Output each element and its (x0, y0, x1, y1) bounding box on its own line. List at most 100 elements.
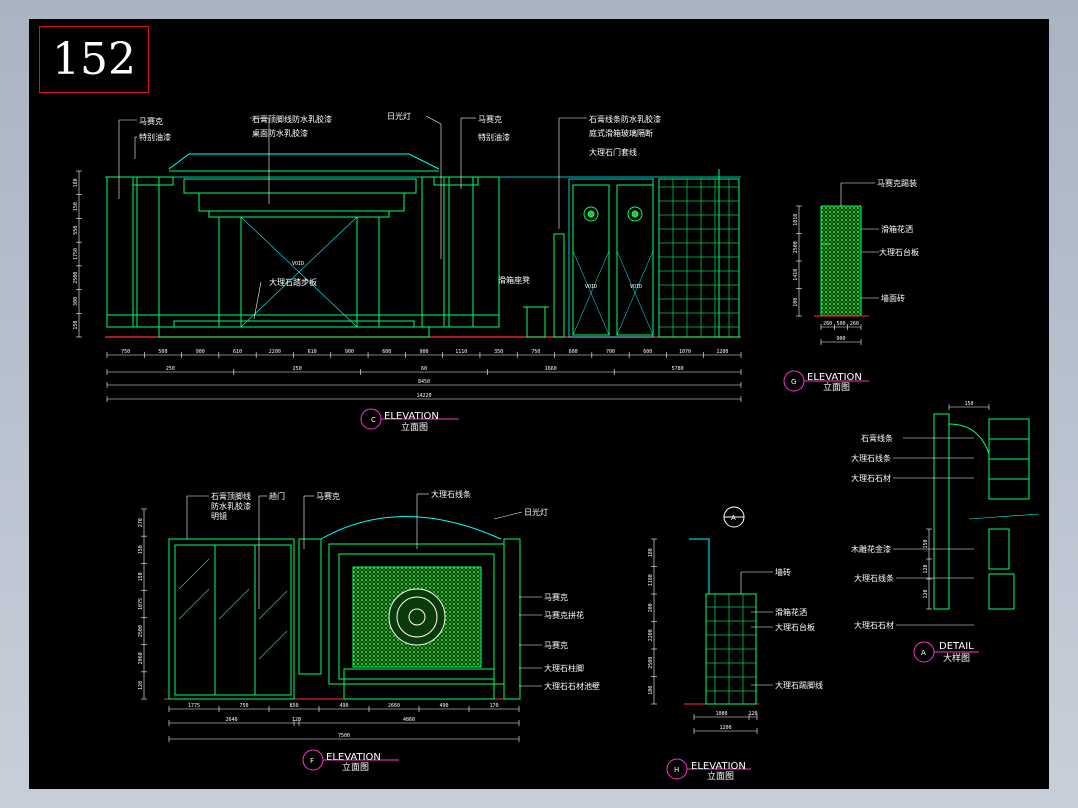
elev-f-dim-row1-value: 490 (339, 703, 348, 709)
elev-g-tag: G (791, 378, 796, 386)
elev-h-hdim-value: 1080 (715, 711, 727, 717)
dynamic-layer: 马赛克特别油漆石膏顶脚线防水乳胶漆桌面防水乳胶漆日光灯马赛克特别油漆石膏线条防水… (73, 111, 990, 782)
elev-c-label: 日光灯 (387, 111, 411, 121)
elev-f-vdim-value: 270 (138, 518, 144, 527)
elev-g-subtitle: 立面图 (823, 381, 850, 393)
elev-c-dim-row1-value: 610 (233, 349, 242, 355)
elev-f-label: 马赛克 (544, 592, 568, 602)
elev-c-vdim-value: 2500 (73, 272, 79, 284)
elev-f-vdim-value: 1075 (138, 598, 144, 610)
elev-f-label: 马赛克拼花 (544, 610, 584, 620)
elev-f-vdim-value: 120 (138, 681, 144, 690)
detail-a-label: 大理石线条 (851, 453, 891, 463)
elev-c-dim-row4-value: 14220 (416, 393, 431, 399)
elev-h-title: ELEVATION (691, 761, 746, 772)
elev-h-vdim-value: 2500 (648, 657, 654, 669)
cad-drawing-canvas[interactable]: 152 (29, 19, 1049, 789)
elev-c-dim-row1-value: 750 (121, 349, 130, 355)
elev-f-vdim-value: 150 (138, 545, 144, 554)
elev-c-dim-row2-value: 1660 (545, 366, 557, 372)
elev-c-dim-row1-value: 350 (494, 349, 503, 355)
leader-line (425, 115, 442, 125)
elev-f-dim-row1-value: 850 (289, 703, 298, 709)
detail-a-label: 大理石石材 (851, 473, 891, 483)
elev-f-dim-row1-value: 1775 (188, 703, 200, 709)
elev-c-label: VOID (292, 261, 304, 267)
elev-c-label: VOID (630, 284, 642, 290)
elev-f-dim-row2-value: 2640 (225, 717, 237, 723)
elev-f-label: 日光灯 (524, 507, 548, 517)
elev-c-label: 石膏线条防水乳胶漆 (589, 114, 661, 124)
elev-c-dim-row1-value: 900 (196, 349, 205, 355)
elev-h-label: 大理石台板 (775, 622, 815, 632)
detail-a-label: 大理石线条 (854, 573, 894, 583)
elev-f-label: 马赛克 (316, 491, 340, 501)
detail-a-label: 石膏线条 (861, 433, 893, 443)
elev-c-vdim-value: 150 (73, 321, 79, 330)
elev-h-hdim-total-value: 1200 (719, 725, 731, 731)
elev-c-label: 桌面防水乳胶漆 (252, 128, 308, 138)
detail-a-label: 木雕花金漆 (851, 544, 891, 554)
elev-h-label: 大理石踢脚线 (775, 680, 823, 690)
elev-f-label: 防水乳胶漆 (211, 501, 251, 511)
elevation-f (164, 516, 521, 700)
elev-c-dim-row1-value: 1070 (679, 349, 691, 355)
elev-c-dim-row2-value: 250 (166, 366, 175, 372)
elev-c-dim-row1-value: 600 (643, 349, 652, 355)
detail-a (933, 413, 1040, 610)
elev-g-title: ELEVATION (807, 372, 862, 383)
elev-g-label: 墙面砖 (881, 293, 905, 303)
elev-h-label: 滑箱花洒 (775, 607, 807, 617)
elev-c-dim-row1-value: 600 (382, 349, 391, 355)
detail-a-subtitle: 大样图 (943, 652, 970, 664)
elev-h-tag: H (674, 766, 679, 774)
elev-c-dim-row1-value: 2200 (269, 349, 281, 355)
elev-g-vdim-value: 2500 (793, 241, 799, 253)
elev-f-label: 明镜 (211, 511, 227, 521)
elev-c-label: 大理石门套线 (589, 147, 637, 157)
elev-f-label: 马赛克 (544, 640, 568, 650)
elev-f-vdim-value: 2060 (138, 652, 144, 664)
detail-a-vdim-value: 150 (923, 539, 929, 548)
elev-c-dim-row1-value: 750 (531, 349, 540, 355)
elev-f-label: 大理石线条 (431, 489, 471, 499)
elevation-c (105, 153, 741, 338)
elev-c-label: 特别油漆 (478, 132, 510, 142)
elev-c-dim-row1-value: 610 (308, 349, 317, 355)
elev-g-label: 马赛克踢装 (877, 178, 917, 188)
detail-a-vdim-value: 120 (923, 564, 929, 573)
elev-c-dim-row2-value: 5780 (672, 366, 684, 372)
elev-h-hdim-value: 120 (748, 711, 757, 717)
elev-c-label: 马赛克 (139, 116, 163, 126)
elev-c-vdim-value: 550 (73, 226, 79, 235)
elev-g-vdim-value: 100 (793, 298, 799, 307)
elev-c-title: ELEVATION (384, 411, 439, 422)
elevation-h (684, 506, 759, 705)
elev-f-dim-row2-value: 120 (292, 717, 301, 723)
elev-f-label: 趟门 (269, 491, 285, 501)
elev-c-tag: C (371, 416, 376, 424)
elevation-g (814, 205, 869, 317)
elev-c-dim-row1-value: 700 (606, 349, 615, 355)
elev-g-hdim-value: 500 (836, 321, 845, 327)
detail-a-tag: A (921, 649, 926, 657)
elev-h-vdim-value: 2200 (648, 629, 654, 641)
detail-a-label: 大理石石材 (854, 620, 894, 630)
elev-c-dim-row1-value: 900 (419, 349, 428, 355)
elev-c-label: 大理石踏步板 (269, 277, 317, 287)
elev-g-vdim-value: 1010 (793, 214, 799, 226)
elev-g-hdim-value: 260 (850, 321, 859, 327)
elev-g-label: 滑箱花洒 (881, 224, 913, 234)
detail-a-vdim-value: 120 (923, 589, 929, 598)
elev-g-vdim-value: 1410 (793, 269, 799, 281)
elev-h-vdim-value: 100 (648, 686, 654, 695)
elev-h-label: 墙砖 (775, 567, 791, 577)
drawing-sheet: 马赛克特别油漆石膏顶脚线防水乳胶漆桌面防水乳胶漆日光灯马赛克特别油漆石膏线条防水… (73, 111, 1040, 782)
elev-c-label: VOID (585, 284, 597, 290)
elev-c-vdim-value: 180 (73, 178, 79, 187)
elev-f-title: ELEVATION (326, 752, 381, 763)
elev-f-label: 大理石石材池壁 (544, 681, 600, 691)
elev-c-label: 庭式滑箱玻璃隔断 (589, 128, 653, 138)
elev-c-subtitle: 立面图 (401, 421, 428, 433)
